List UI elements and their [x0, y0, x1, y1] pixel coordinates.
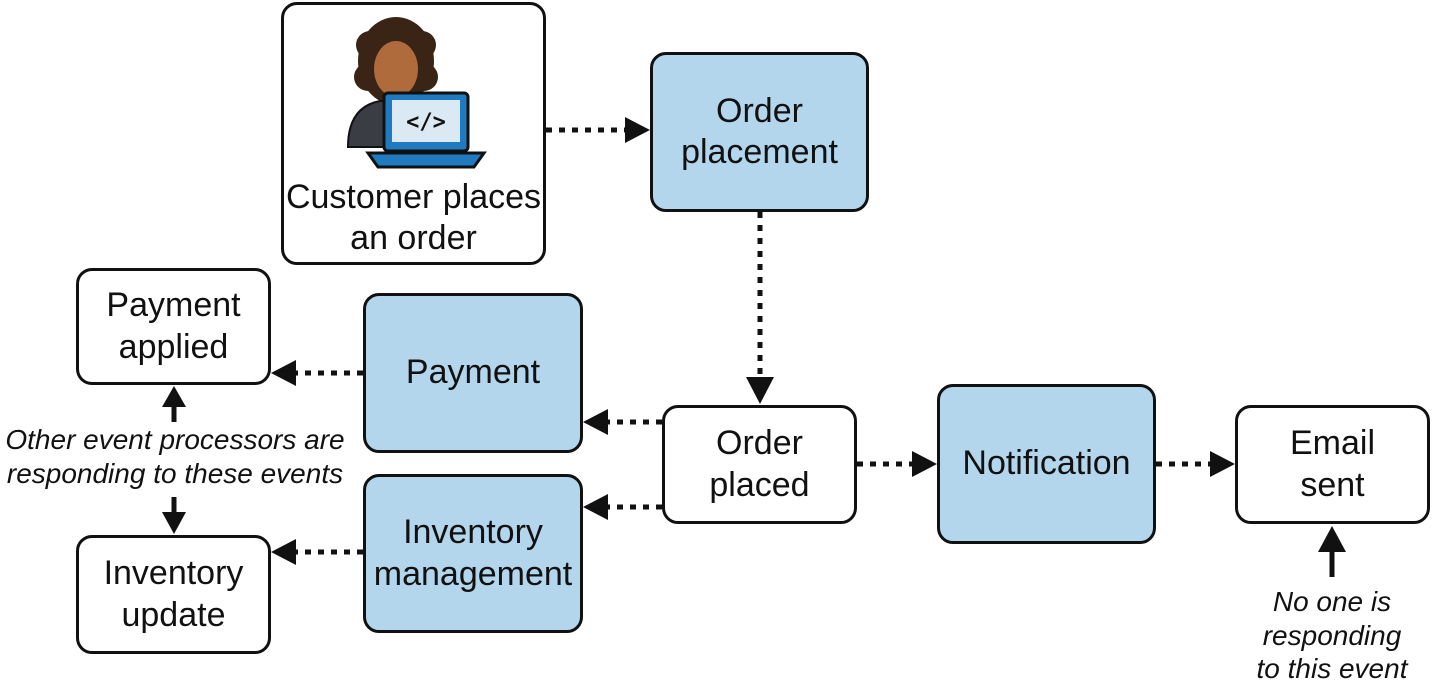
- order-placed-line1: Order: [716, 424, 803, 463]
- notification-label: Notification: [962, 444, 1131, 483]
- inventory-update-line2: update: [121, 595, 226, 634]
- email-sent-event: Email sent: [1235, 405, 1430, 524]
- arrowhead-payment-applied: [271, 360, 296, 386]
- inventory-management-processor: Inventory management: [363, 474, 583, 633]
- no-one-note-line3: to this event: [1256, 653, 1408, 685]
- order-placement-processor: Order placement: [650, 52, 869, 212]
- payment-applied-line1: Payment: [106, 286, 241, 325]
- arrowhead-order-placed: [746, 377, 774, 404]
- customer-box: </> Customer places an order: [281, 2, 546, 265]
- arrowhead-notification: [912, 451, 937, 477]
- note-arrowhead-email: [1318, 526, 1346, 552]
- email-sent-line2: sent: [1300, 465, 1365, 504]
- note-arrowhead-down: [162, 512, 186, 534]
- other-processors-note-line1: Other event processors are: [5, 424, 345, 455]
- payment-processor-label: Payment: [405, 353, 541, 392]
- order-placement-line1: Order: [716, 91, 803, 130]
- payment-applied-event: Payment applied: [76, 268, 271, 385]
- payment-processor: Payment: [363, 293, 583, 453]
- payment-applied-line2: applied: [118, 327, 229, 366]
- arrowhead-inventory-management: [583, 494, 608, 520]
- arrowhead-email-sent: [1210, 451, 1235, 477]
- notification-processor: Notification: [937, 384, 1156, 544]
- no-one-note-line2: responding: [1262, 619, 1402, 651]
- order-placement-line2: placement: [681, 133, 838, 171]
- inventory-update-event: Inventory update: [76, 535, 271, 654]
- customer-label-line1: Customer places: [285, 178, 542, 216]
- other-processors-note-line2: responding to these events: [6, 457, 344, 489]
- inventory-update-line1: Inventory: [103, 554, 244, 593]
- order-placed-line2: placed: [709, 465, 810, 504]
- inventory-management-line2: management: [373, 554, 573, 593]
- customer-label: Customer places an order: [284, 177, 543, 260]
- order-placed-event: Order placed: [662, 405, 857, 524]
- no-one-note-line1: No one is: [1272, 586, 1392, 617]
- arrowhead-payment: [583, 409, 608, 435]
- customer-with-laptop-icon: </>: [346, 17, 487, 169]
- code-glyph: </>: [406, 110, 446, 135]
- arrowhead-inventory-update: [271, 539, 296, 565]
- no-one-responding-note: No one is responding to this event: [1242, 585, 1422, 686]
- note-arrowhead-up: [162, 386, 186, 407]
- customer-label-line2: an order: [350, 219, 477, 258]
- arrowhead-order-placement: [625, 117, 650, 143]
- inventory-management-line1: Inventory: [403, 513, 543, 552]
- other-processors-note: Other event processors are responding to…: [0, 423, 350, 490]
- email-sent-line1: Email: [1289, 424, 1376, 463]
